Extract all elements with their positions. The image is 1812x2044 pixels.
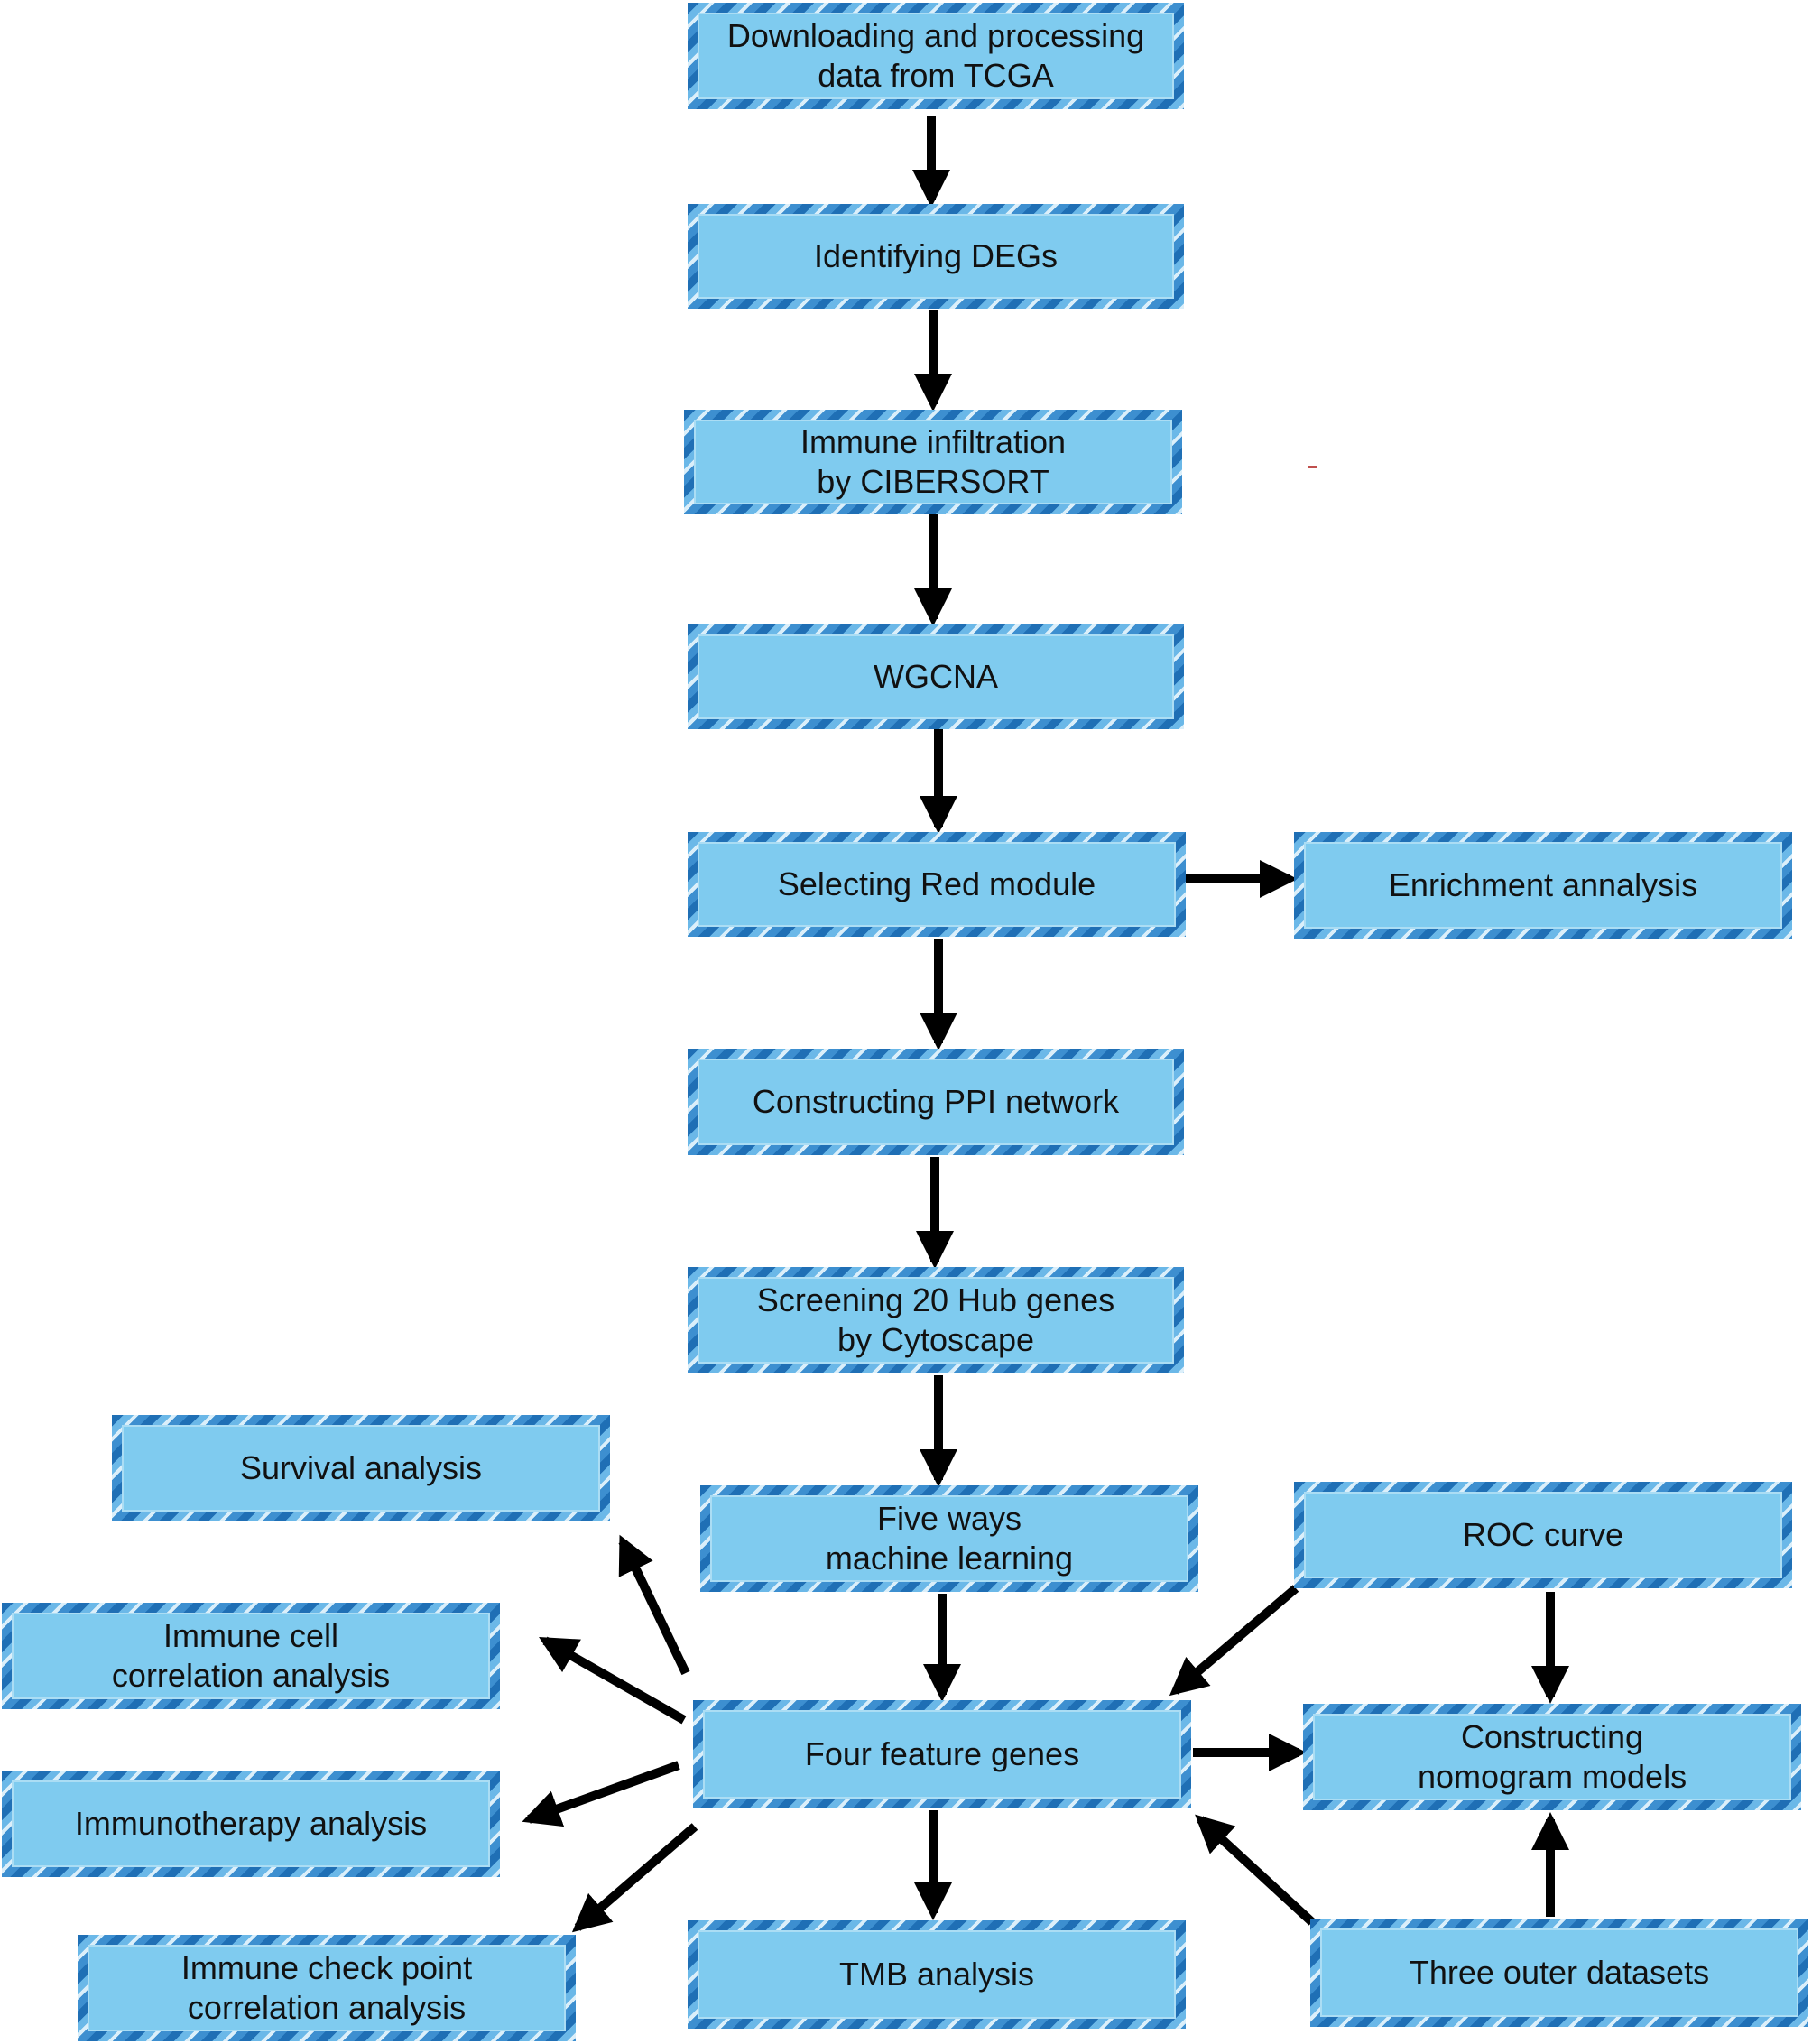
arrow-outer-to-feature [1195,1814,1316,1926]
node-immunotherapy-analysis: Immunotherapy analysis [2,1771,500,1877]
node-immune-checkpoint-correlation: Immune check point correlation analysis [78,1935,576,2041]
node-wgcna: WGCNA [688,624,1184,729]
node-immune-infiltration: Immune infiltration by CIBERSORT [684,410,1182,514]
stray-mark [1308,466,1317,468]
arrow-feature-to-immune_cell [539,1636,687,1725]
arrow-feature-to-checkpoint [571,1823,698,1933]
node-tmb-analysis: TMB analysis [688,1920,1186,2029]
node-survival-analysis: Survival analysis [112,1415,610,1521]
node-enrichment-analysis: Enrichment annalysis [1294,832,1792,939]
node-roc-curve: ROC curve [1294,1482,1792,1588]
arrow-roc-to-feature [1169,1585,1299,1697]
node-machine-learning: Five ways machine learning [700,1485,1198,1592]
node-three-outer-datasets: Three outer datasets [1310,1919,1808,2027]
node-download-tcga: Downloading and processing data from TCG… [688,3,1184,109]
node-ppi-network: Constructing PPI network [688,1049,1184,1155]
node-immune-cell-correlation: Immune cell correlation analysis [2,1603,500,1709]
node-screening-hub-genes: Screening 20 Hub genes by Cytoscape [688,1267,1184,1373]
node-selecting-red-module: Selecting Red module [688,832,1186,937]
arrow-feature-to-immunotherapy [522,1761,680,1827]
node-identifying-degs: Identifying DEGs [688,204,1184,309]
node-nomogram-models: Constructing nomogram models [1303,1704,1801,1810]
node-four-feature-genes: Four feature genes [693,1700,1191,1808]
arrow-feature-to-survival [618,1534,690,1676]
